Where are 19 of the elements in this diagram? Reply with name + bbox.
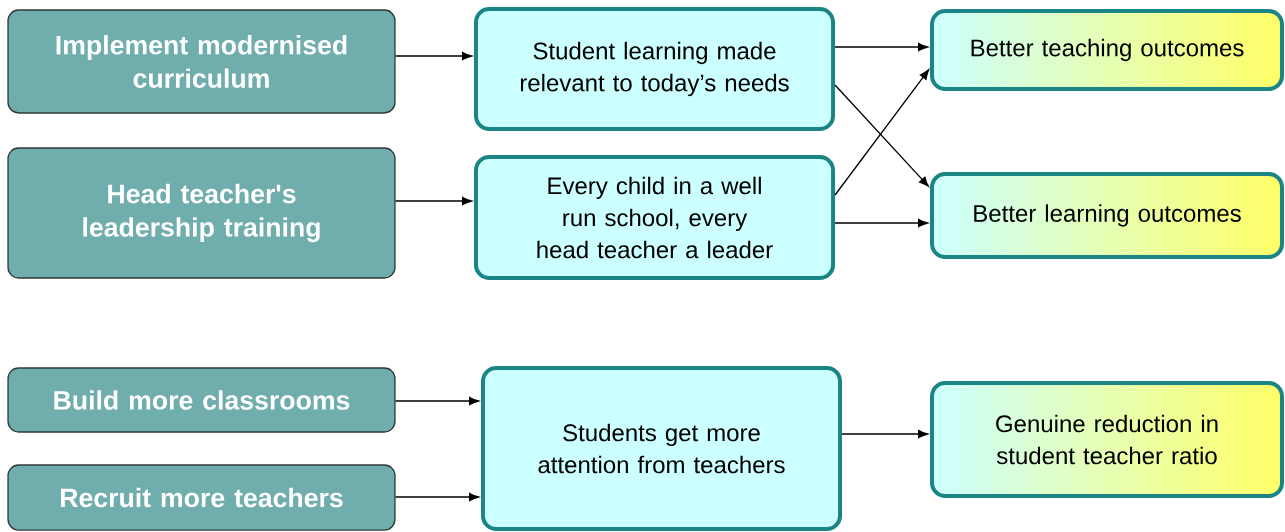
arrow (834, 218, 928, 228)
action-box: Head teacher's leadership training (7, 147, 396, 279)
result-box: Students get more attention from teachers (480, 365, 843, 532)
arrow (834, 69, 930, 196)
arrow (841, 429, 928, 439)
action-box: Implement modernised curriculum (7, 9, 396, 114)
arrow (394, 492, 479, 502)
outcome-box: Better teaching outcomes (930, 9, 1284, 91)
outcome-box: Genuine reduction in student teacher ratio (930, 380, 1284, 499)
result-box: Every child in a well run school, every head teacher a leader (473, 154, 836, 281)
arrow (394, 196, 472, 206)
arrow (394, 51, 472, 61)
arrow (834, 42, 928, 52)
action-box: Build more classrooms (7, 367, 396, 433)
arrow (394, 396, 479, 406)
action-box: Recruit more teachers (7, 464, 396, 531)
arrow (834, 84, 929, 187)
outcome-box: Better learning outcomes (930, 172, 1284, 259)
result-box: Student learning made relevant to today’s needs (473, 7, 836, 131)
